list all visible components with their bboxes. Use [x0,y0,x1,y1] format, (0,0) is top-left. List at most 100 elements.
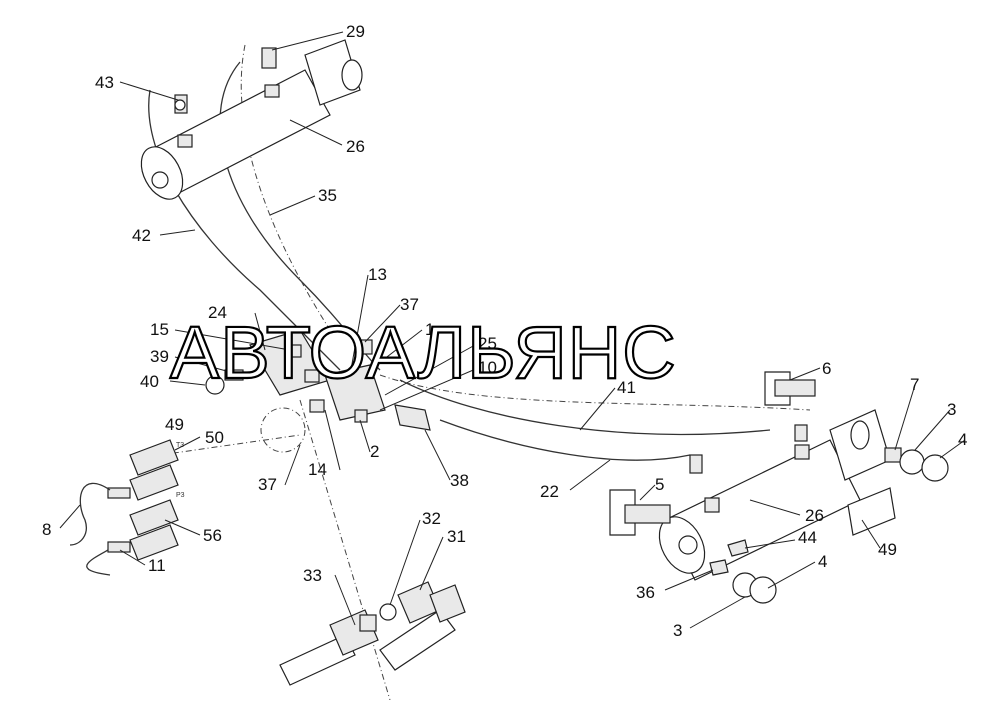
right-cylinder-port-b [704,497,720,513]
pin-6 [774,379,816,397]
pin-5 [624,504,671,524]
callout: 2 [370,442,379,461]
top-cylinder-port-a [264,84,280,98]
coupling-upper [129,464,179,501]
callout: 14 [308,460,327,479]
coupling-lower [129,524,179,561]
callout: 22 [540,482,559,501]
fitting-14 [309,399,325,413]
callout: 49 [878,540,897,559]
callout: 7 [910,375,919,394]
label-p3: Р3 [176,492,185,499]
centerline-right [379,374,811,411]
top-cylinder-clevis [304,39,361,106]
hose-end-detail [279,581,466,686]
callout: 3 [673,621,682,640]
label-t3: Т3 [176,442,184,449]
top-cylinder [140,39,363,200]
callout: 36 [636,583,655,602]
fitting-29 [261,47,277,69]
hose-lines [148,44,811,701]
fitting-13 [304,369,320,383]
hose-41 [399,379,771,436]
callout: 35 [318,186,337,205]
nut-40 [205,375,225,395]
centerline-left [299,399,391,701]
nut-31-end [429,584,466,623]
nipple-33 [359,614,377,632]
top-cylinder-rod-end [341,59,363,91]
coupling-56 [129,499,179,536]
right-cylinder-pin-hole [678,535,698,555]
coupling-49 [129,439,179,476]
callout: 39 [150,347,169,366]
right-cylinder-rod-end [850,420,870,450]
strap-8 [69,482,111,546]
callout: 13 [368,265,387,284]
callout: 31 [447,527,466,546]
callout: 37 [258,475,277,494]
hose-35 [219,61,381,371]
fitting-right-bottom [689,454,703,474]
leader-lines [59,31,966,629]
cap-36 [709,559,729,576]
hose-31 [379,609,456,671]
bracket-5 [609,489,636,536]
ring-4-lower [749,576,777,604]
callout: 32 [422,509,441,528]
watermark-text: АВТОАЛЬЯНС [170,311,677,394]
callout: 15 [150,320,169,339]
callout: 26 [805,506,824,525]
top-cylinder-port-b [177,134,193,148]
callout: 43 [95,73,114,92]
washer-3-upper [899,449,925,475]
callout: 6 [822,359,831,378]
callout: 8 [42,520,51,539]
hose-42 [148,89,341,371]
callout: 56 [203,526,222,545]
callout: 5 [655,475,664,494]
strap-11 [86,549,111,576]
callout: 42 [132,226,151,245]
plug-2 [354,409,368,423]
centerline-coupling [159,434,301,456]
top-cylinder-pin [151,171,169,189]
callout: 29 [346,22,365,41]
fitting-37-top [359,339,373,355]
callout-numbers: 29 43 26 35 42 13 37 24 15 1 25 39 10 40… [42,22,967,640]
grease-fitting-7 [884,447,902,463]
manifold-1 [324,364,386,421]
callout: 33 [303,566,322,585]
callout: 41 [617,378,636,397]
ring-4-upper [921,454,949,482]
dust-cap-upper [107,487,131,499]
elbow-38 [394,404,431,431]
callout: 49 [165,415,184,434]
callout: 50 [205,428,224,447]
callout: 40 [140,372,159,391]
fitting-15 [284,344,302,358]
callout: 1 [425,320,434,339]
plate-49 [847,487,896,536]
callout: 10 [478,358,497,377]
centerline-top [240,44,331,331]
callout: 24 [208,303,227,322]
callout: 25 [478,334,497,353]
callout: 3 [947,400,956,419]
callout: 44 [798,528,817,547]
callout: 11 [148,556,166,575]
callout: 4 [958,430,967,449]
hose-33 [279,634,356,686]
quick-couplings: Т3 Р3 [69,407,306,576]
coupling-detail-circle [260,407,306,453]
fitting-39 [224,369,244,381]
grease-fitting-44 [727,539,749,557]
callout: 38 [450,471,469,490]
fitting-right-top [794,424,808,442]
callout: 26 [346,137,365,156]
callout: 4 [818,552,827,571]
hose-22 [439,419,691,461]
callout: 37 [400,295,419,314]
